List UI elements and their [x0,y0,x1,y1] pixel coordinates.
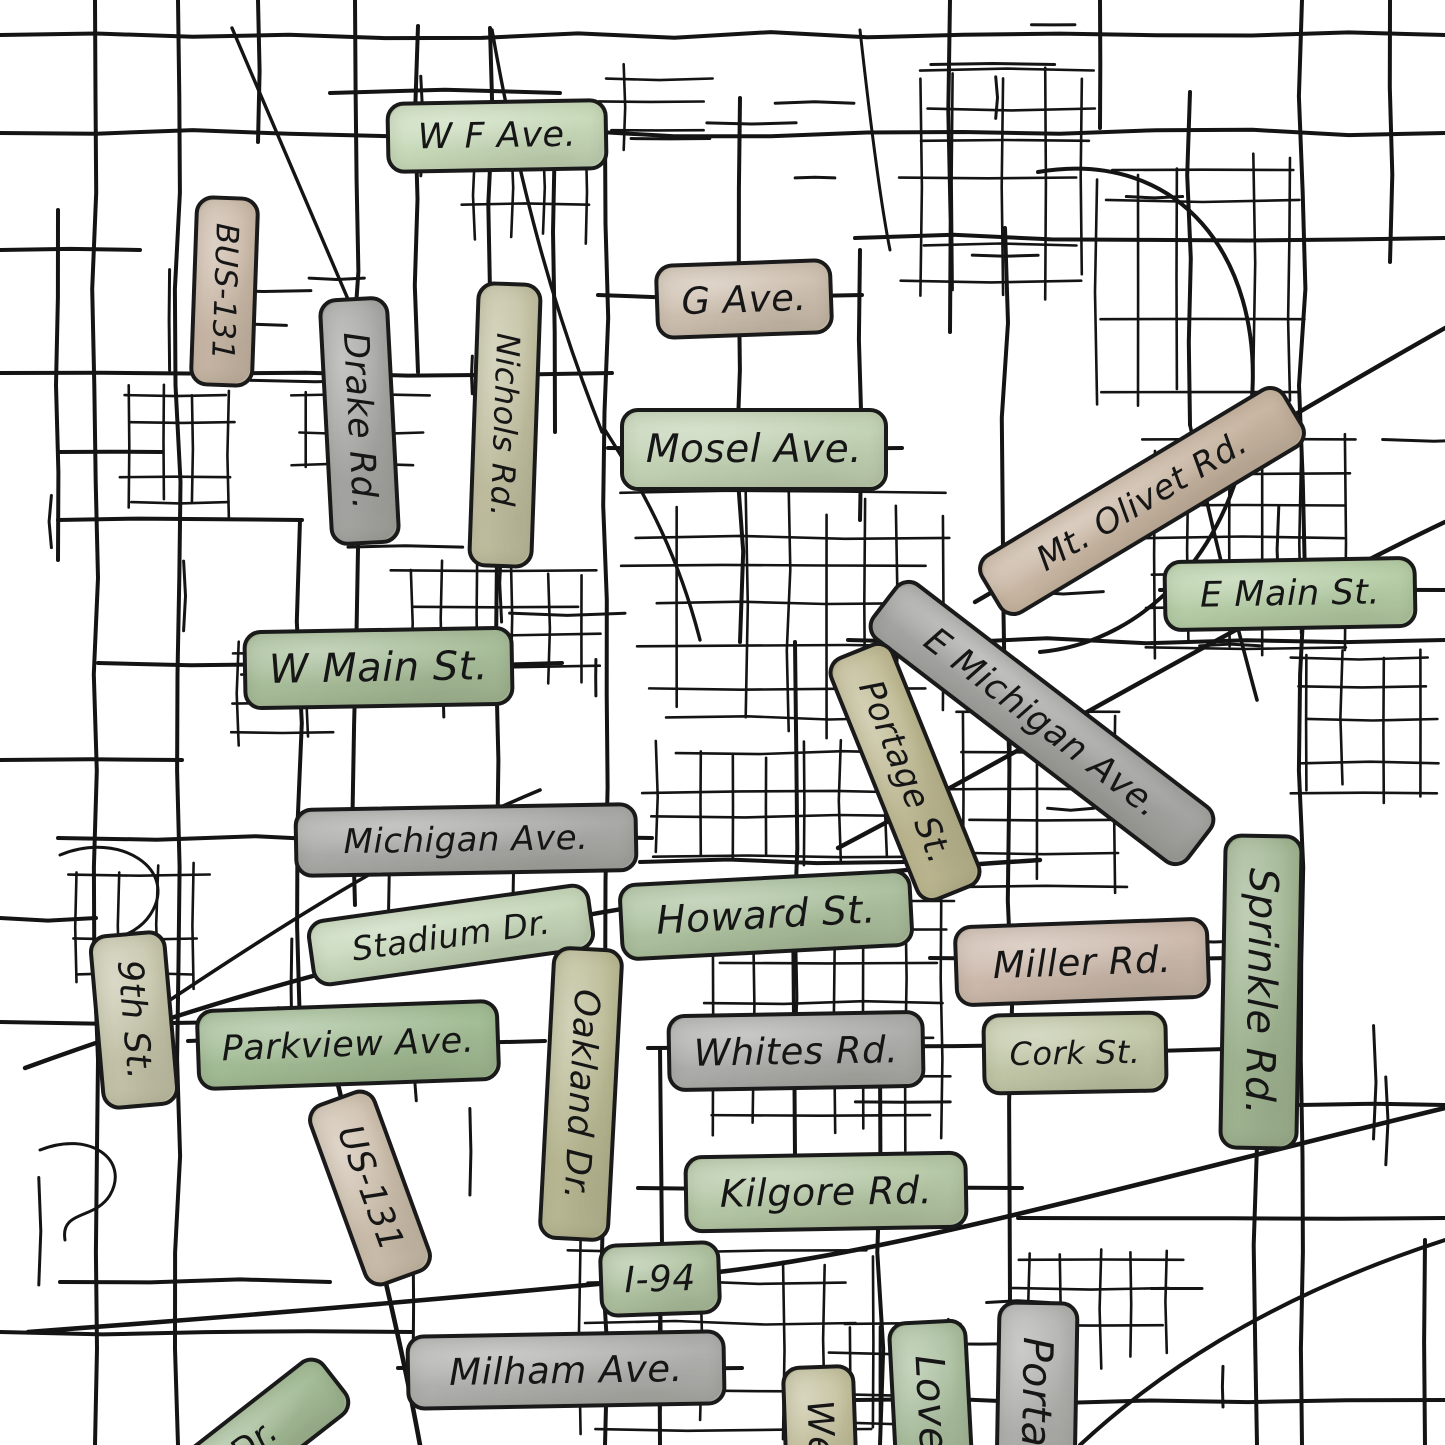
street-label-text: Whites Rd. [693,1027,899,1075]
street-label-miller-rd: Miller Rd. [952,916,1212,1008]
street-label-text: Mt. Olivet Rd. [1029,422,1255,580]
street-label-text: Kilgore Rd. [719,1168,933,1216]
street-label-text: W Main St. [267,643,489,693]
street-label-text: Love [905,1354,957,1445]
street-label-ninth-st: 9th St. [87,928,181,1112]
street-label-text: Nichols Rd. [482,332,528,518]
street-label-text: Porta [1012,1336,1062,1445]
street-label-text: I-94 [623,1257,697,1301]
street-label-cork-st: Cork St. [981,1010,1169,1096]
street-label-drake-rd: Drake Rd. [317,295,401,547]
street-label-i-94: I-94 [597,1239,723,1319]
street-label-text: Parkview Ave. [221,1020,475,1070]
street-label-text: Sprinkle Rd. [1235,868,1287,1116]
street-label-text: Dr. [222,1411,286,1445]
street-label-bus-131: BUS-131 [188,194,260,388]
street-label-kilgore-rd: Kilgore Rd. [683,1150,969,1234]
street-label-parkview-ave: Parkview Ave. [194,998,502,1092]
street-label-text: US-131 [328,1119,412,1257]
street-label-text: Howard St. [655,886,877,944]
street-label-text: Cork St. [1009,1032,1141,1074]
street-label-we-partial: We [780,1363,860,1445]
street-label-text: Stadium Dr. [349,901,553,969]
street-label-nichols-rd: Nichols Rd. [467,280,543,570]
street-label-w-main-st: W Main St. [241,625,515,711]
street-label-dr-partial: Dr. [150,1350,358,1445]
street-label-w-f-ave: W F Ave. [385,98,609,174]
street-label-text: Portage St. [850,674,960,870]
street-label-mosel-ave: Mosel Ave. [620,407,888,491]
street-label-us-131: US-131 [302,1084,438,1292]
street-label-text: Milham Ave. [448,1346,684,1394]
street-label-text: Oakland Dr. [555,987,607,1201]
street-label-text: We [798,1398,842,1445]
street-label-text: E Michigan Ave. [916,620,1168,826]
street-label-text: Drake Rd. [334,331,384,511]
street-label-whites-rd: Whites Rd. [666,1009,926,1093]
street-label-howard-st: Howard St. [617,868,915,962]
street-label-text: Michigan Ave. [343,817,589,863]
street-label-oakland-dr: Oakland Dr. [537,945,625,1243]
street-label-text: 9th St. [108,958,160,1082]
street-label-love-partial: Love [886,1318,976,1445]
street-label-michigan-ave: Michigan Ave. [293,802,639,878]
street-label-text: W F Ave. [417,114,577,158]
street-label-sprinkle-rd: Sprinkle Rd. [1218,833,1304,1151]
street-label-e-main-st: E Main St. [1162,555,1418,633]
street-label-text: G Ave. [680,275,808,323]
street-label-milham-ave: Milham Ave. [405,1329,727,1411]
street-label-text: Mosel Ave. [645,426,863,472]
street-label-g-ave: G Ave. [653,257,835,341]
street-label-text: Miller Rd. [992,937,1172,987]
street-label-text: BUS-131 [203,221,245,361]
street-label-text: E Main St. [1199,572,1381,616]
street-label-porta-partial: Porta [994,1299,1080,1445]
